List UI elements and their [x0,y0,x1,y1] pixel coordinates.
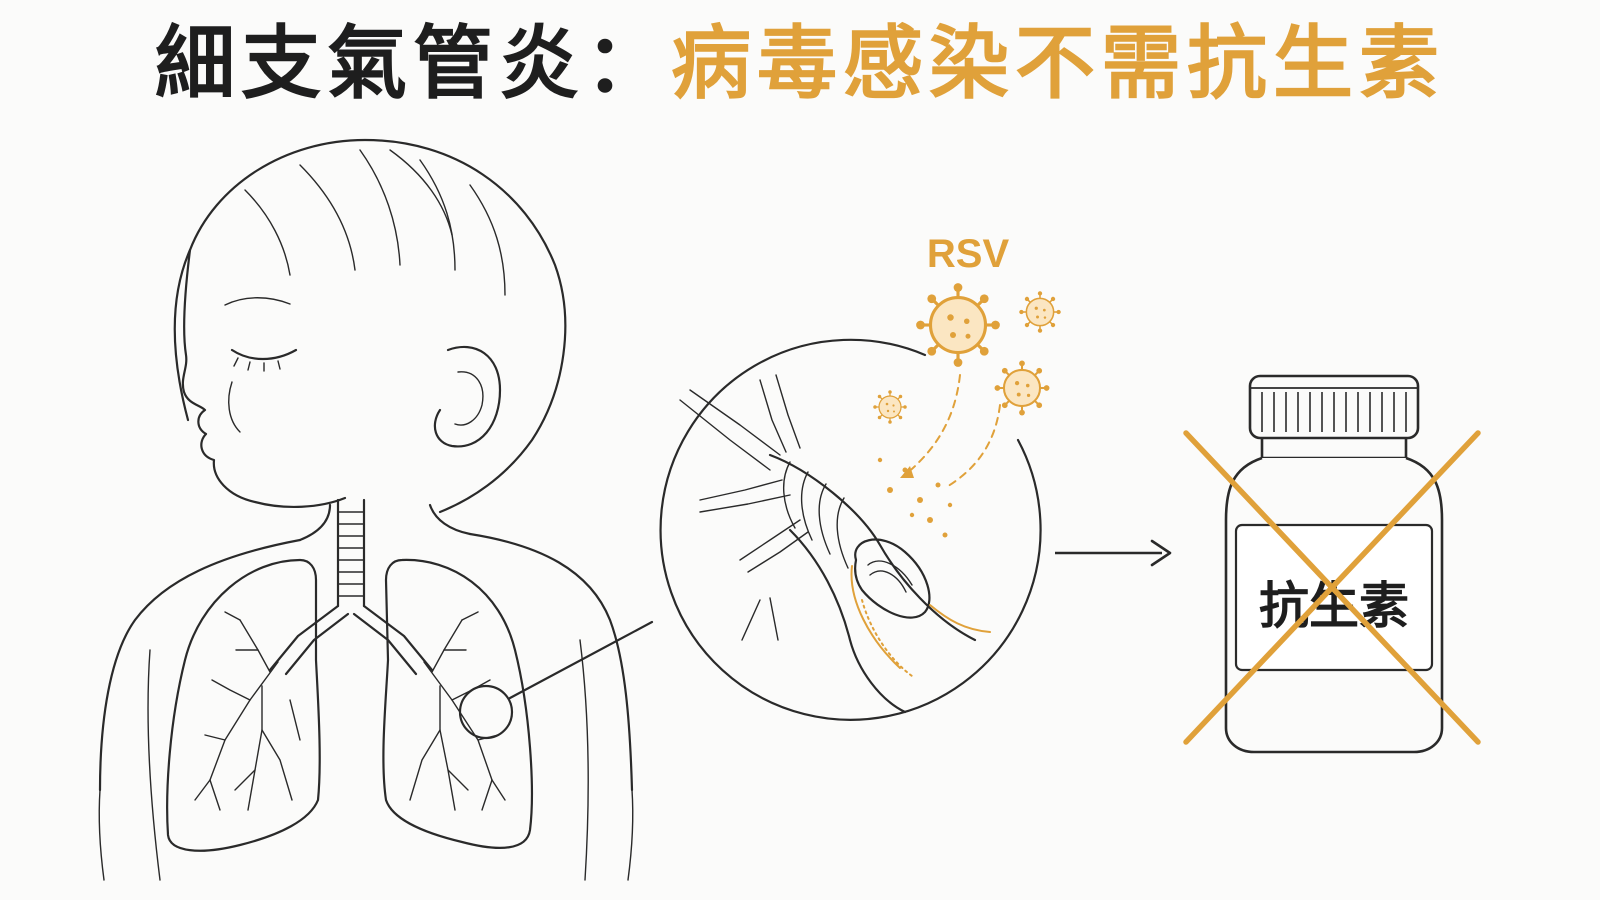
infant-illustration [98,138,634,881]
title-highlight: 病毒感染不需抗生素 [671,17,1445,110]
virus-icon [914,281,1002,369]
bronchiole-magnifier [659,338,1042,721]
virus-icon [872,389,908,425]
lungs-icon [166,498,533,852]
cross-out-icon [1183,430,1481,745]
title-main: 細支氣管炎： [155,17,671,110]
virus-icon [993,359,1051,417]
virus-icon [1018,290,1062,334]
arrow-right-icon [1055,539,1172,567]
zoom-connector [508,620,654,700]
page-title: 細支氣管炎：病毒感染不需抗生素 [0,14,1600,114]
medicine-bottle-icon [1224,374,1444,754]
virus-label: RSV [927,232,1010,276]
